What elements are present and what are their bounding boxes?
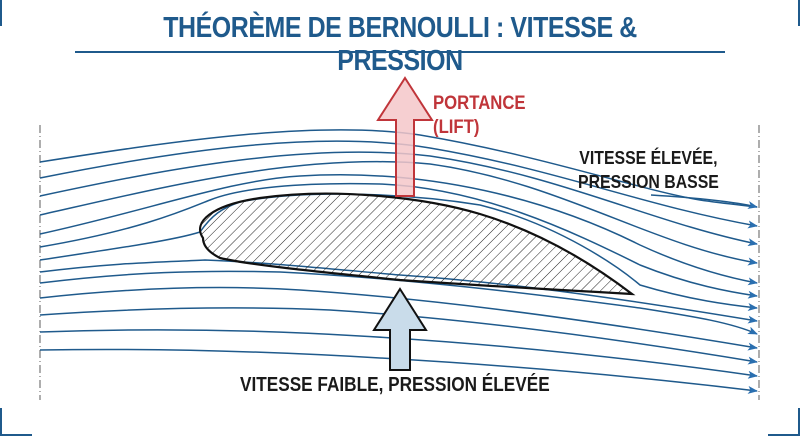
corner-bracket-bottom-right — [768, 408, 800, 436]
upper-label-line1: VITESSE ÉLEVÉE, — [579, 148, 718, 168]
lift-label-line1: PORTANCE — [433, 93, 526, 114]
page-title: THÉORÈME DE BERNOULLI : VITESSE & PRESSI… — [163, 12, 637, 77]
airfoil — [199, 192, 636, 296]
lift-label-line2: (LIFT) — [433, 117, 480, 138]
pressure-arrow-icon — [372, 287, 428, 371]
lower-surface-label: VITESSE FAIBLE, PRESSION ÉLEVÉE — [240, 374, 550, 396]
corner-bracket-top-right — [768, 0, 800, 26]
title-underline — [75, 51, 725, 53]
corner-bracket-bottom-left — [0, 408, 32, 436]
upper-label-line2: PRESSION BASSE — [578, 172, 719, 192]
streamlines — [39, 129, 758, 394]
lift-label: PORTANCE (LIFT) — [433, 92, 526, 140]
corner-bracket-top-left — [0, 0, 32, 26]
lift-arrow-icon — [376, 76, 434, 197]
upper-surface-label: VITESSE ÉLEVÉE, PRESSION BASSE — [578, 146, 719, 194]
